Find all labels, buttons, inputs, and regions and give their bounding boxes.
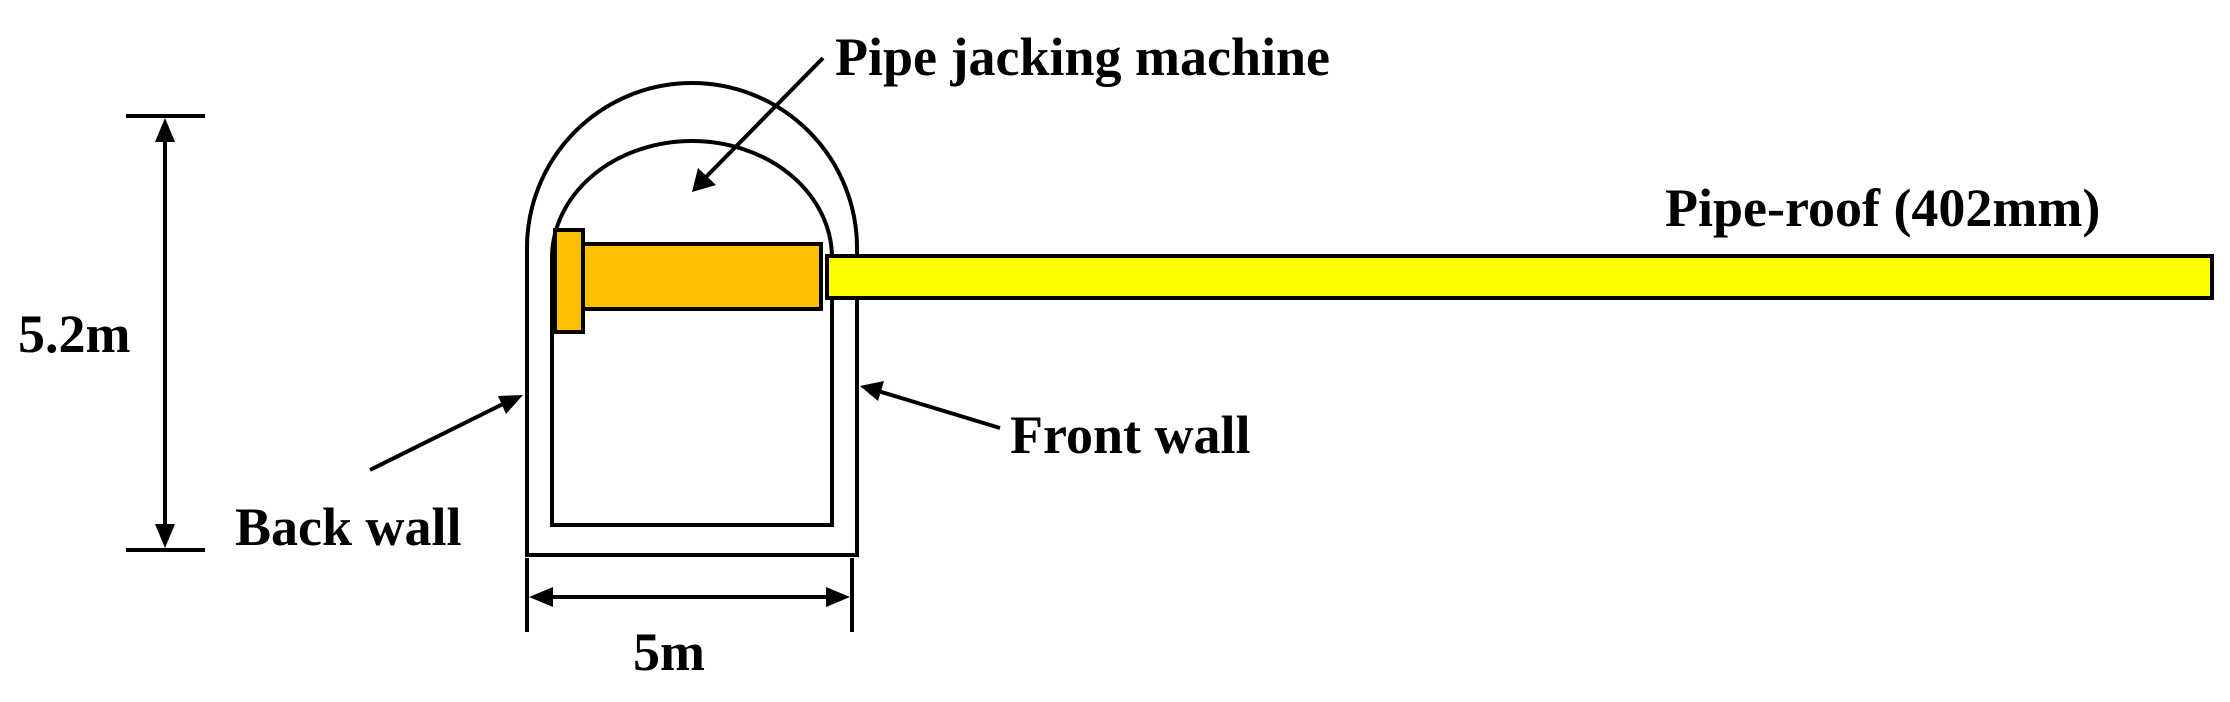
- width-label: 5m: [633, 622, 705, 682]
- height-label: 5.2m: [18, 304, 131, 364]
- front-wall-label: Front wall: [1010, 405, 1251, 465]
- pipe-jacking-machine-back-plate: [553, 228, 585, 334]
- pipe-roof: [825, 254, 2214, 300]
- pipe-roof-label: Pipe-roof (402mm): [1665, 178, 2100, 238]
- height-dimension: [126, 114, 205, 552]
- back-wall-leader-arrow: [369, 395, 523, 472]
- pipe-jacking-machine-label: Pipe jacking machine: [835, 27, 1330, 87]
- machine-leader-arrow: [692, 56, 825, 192]
- pipe-jacking-machine-body: [578, 242, 823, 311]
- width-dimension: [525, 558, 854, 632]
- front-wall-leader-arrow: [860, 381, 1001, 430]
- shaft-inner-cavity: [550, 139, 834, 527]
- back-wall-label: Back wall: [235, 497, 462, 557]
